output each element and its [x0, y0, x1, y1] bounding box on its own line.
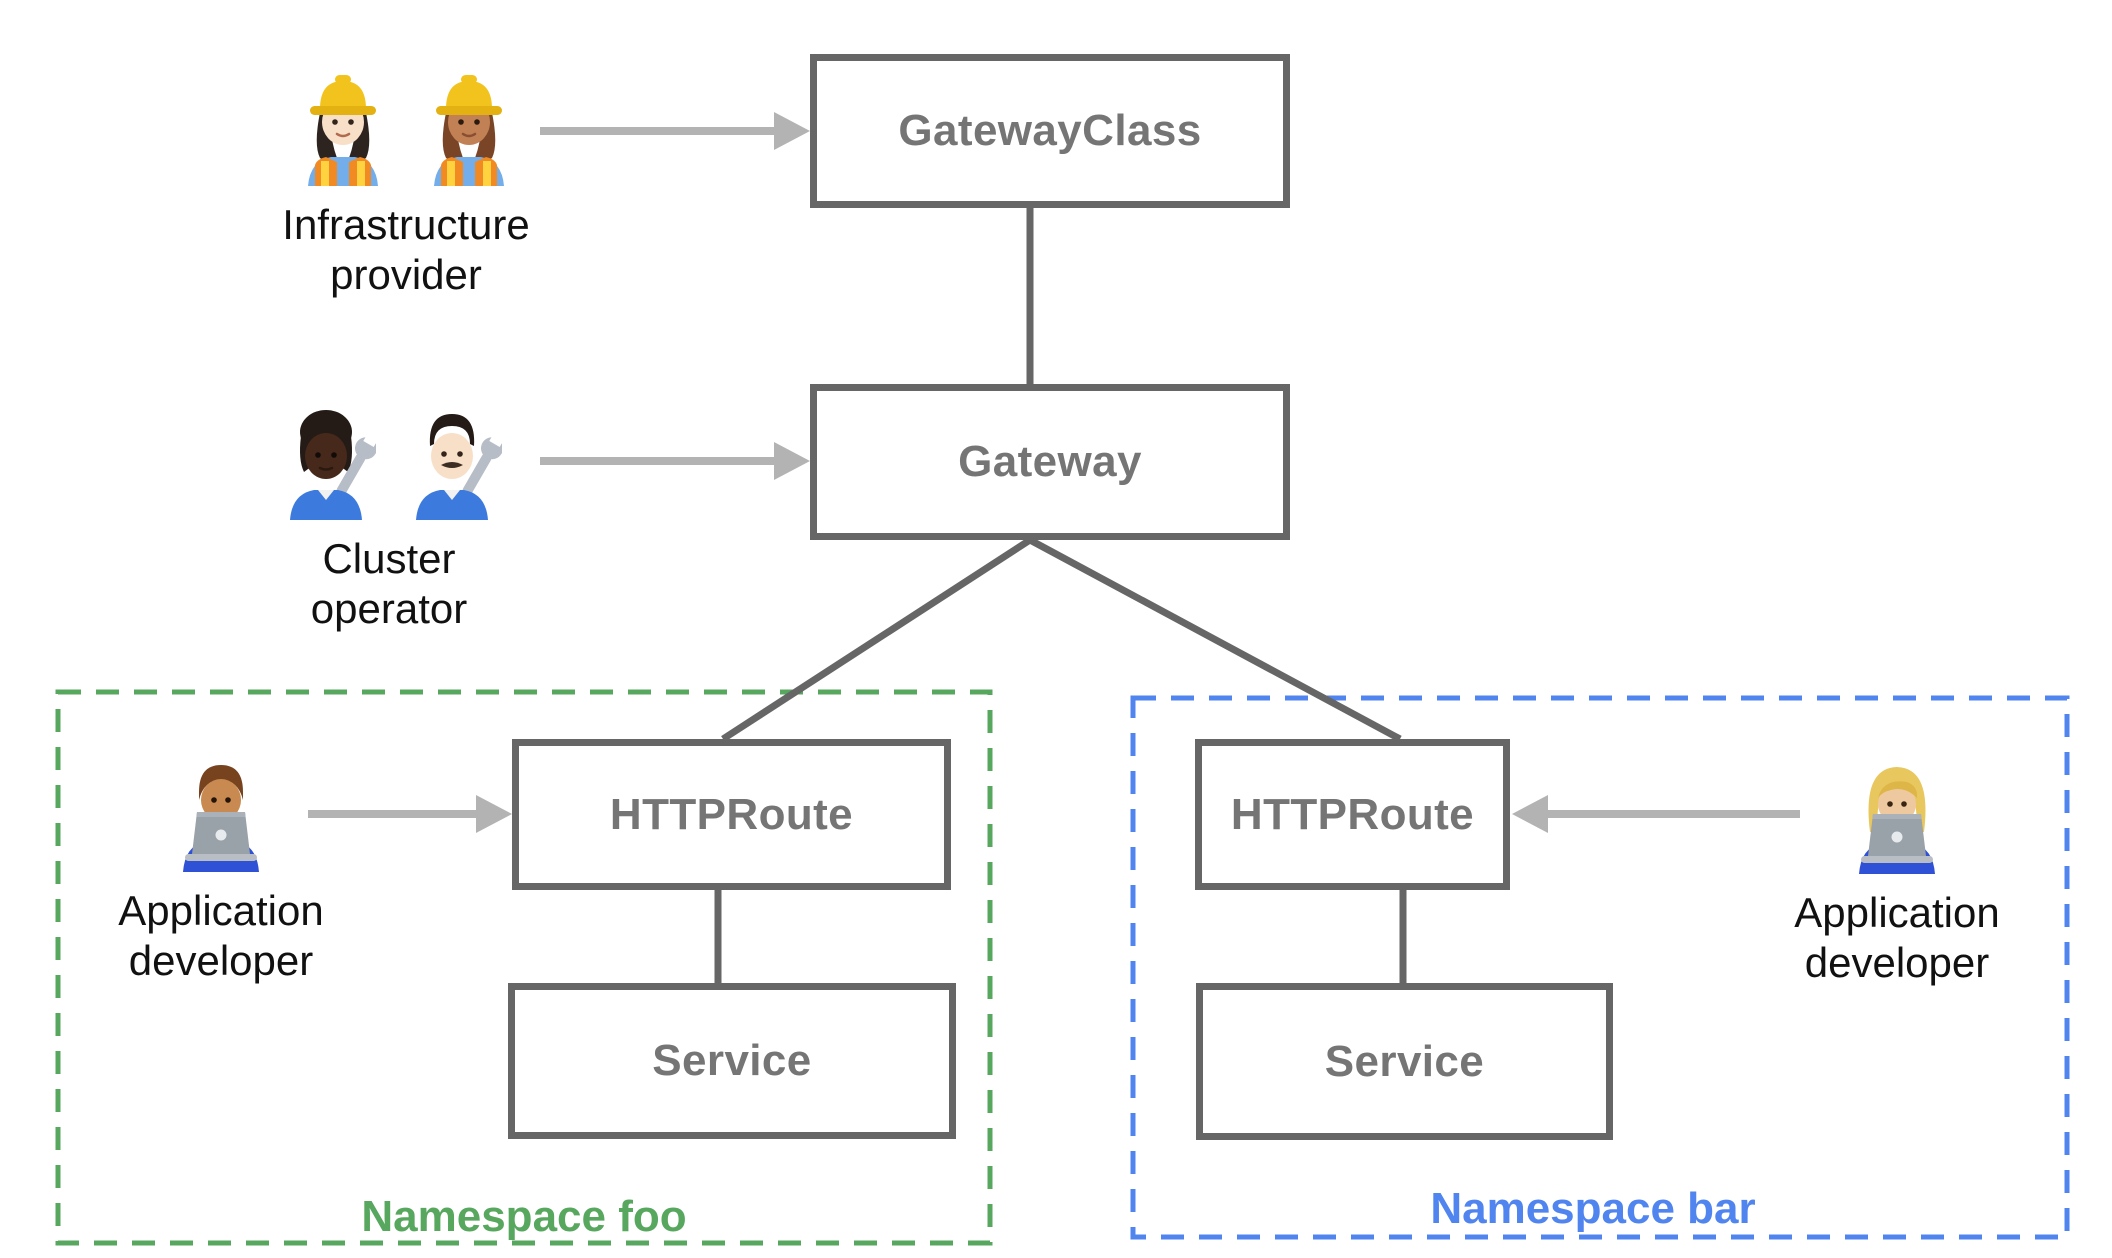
infrastructure-provider-icons	[293, 64, 519, 186]
mechanic-dark-skin-icon	[290, 410, 376, 520]
cluster-operator-icons	[276, 398, 502, 520]
persona-application-developer-foo: Application developer	[11, 750, 431, 986]
arrow-application-developer-bar-icon	[1512, 795, 1800, 833]
woman-technologist-medium-light-skin-icon	[1859, 767, 1935, 874]
namespace-foo-label: Namespace foo	[361, 1192, 687, 1241]
node-httproute-foo-label: HTTPRoute	[609, 789, 854, 839]
persona-cluster-operator: Cluster operator	[169, 398, 609, 634]
node-httproute-bar-label: HTTPRoute	[1230, 789, 1475, 839]
node-service-foo-label: Service	[652, 1036, 812, 1085]
edge-gateway-httproute-bar	[1028, 536, 1402, 743]
node-service-foo: Service	[508, 983, 956, 1139]
infrastructure-provider-label: Infrastructure provider	[282, 200, 529, 300]
node-service-bar-label: Service	[1324, 1036, 1485, 1086]
arrow-infrastructure-provider-icon	[540, 112, 810, 150]
persona-infrastructure-provider: Infrastructure provider	[186, 64, 626, 300]
infrastructure-provider-label-line1: Infrastructure	[282, 201, 530, 248]
application-developer-foo-icons	[169, 750, 273, 872]
man-mechanic-light-skin-icon	[416, 414, 502, 520]
edge-gateway-httproute-foo	[721, 537, 1032, 742]
woman-construction-worker-light-skin-icon	[308, 75, 378, 186]
node-service-bar: Service	[1196, 983, 1613, 1140]
persona-arrows	[308, 112, 1800, 833]
application-developer-bar-label: Application developer	[1794, 888, 1999, 988]
woman-construction-worker-medium-skin-icon	[434, 75, 504, 186]
application-developer-bar-label-line1: Application	[1794, 889, 2000, 936]
cluster-operator-label-line1: Cluster	[322, 535, 456, 582]
persona-application-developer-bar: Application developer	[1687, 752, 2107, 988]
cluster-operator-label: Cluster operator	[311, 534, 467, 634]
application-developer-foo-label-line2: developer	[128, 937, 314, 984]
node-httproute-bar: HTTPRoute	[1195, 739, 1510, 890]
arrow-cluster-operator-icon	[540, 442, 810, 480]
man-technologist-medium-skin-icon	[183, 765, 259, 872]
namespace-bar-boundary	[1130, 695, 2070, 1240]
application-developer-bar-label-line2: developer	[1804, 939, 1990, 986]
node-gateway-label: Gateway	[958, 437, 1142, 486]
infrastructure-provider-label-line2: provider	[330, 251, 482, 298]
node-httproute-foo: HTTPRoute	[512, 739, 951, 890]
namespace-foo-boundary	[55, 689, 993, 1246]
namespace-bar-label: Namespace bar	[1430, 1184, 1756, 1233]
application-developer-bar-icons	[1845, 752, 1949, 874]
cluster-operator-label-line2: operator	[310, 585, 468, 632]
node-gatewayclass-label: GatewayClass	[898, 106, 1202, 155]
application-developer-foo-label-line1: Application	[118, 887, 324, 934]
arrow-application-developer-foo-icon	[308, 795, 512, 833]
application-developer-foo-label: Application developer	[118, 886, 323, 986]
node-gatewayclass: GatewayClass	[810, 54, 1290, 208]
hierarchy-edges	[714, 208, 1407, 983]
node-gateway: Gateway	[810, 384, 1290, 540]
